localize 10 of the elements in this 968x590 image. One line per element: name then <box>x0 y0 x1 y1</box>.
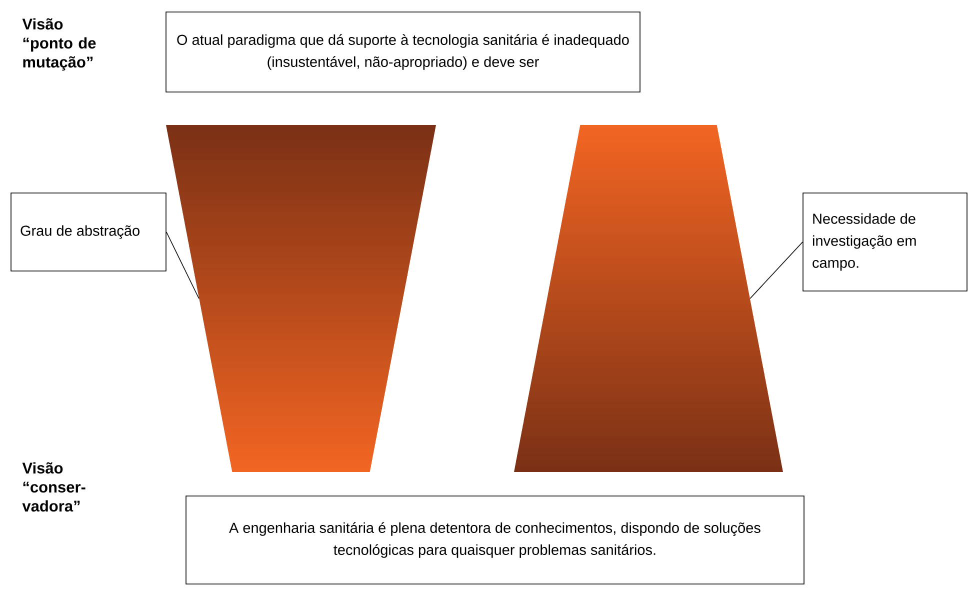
text-box: Necessidade de investigação em campo. <box>802 192 968 292</box>
text-box: Grau de abstração <box>10 192 166 272</box>
side-heading: Visão “conser-vadora” <box>22 462 86 512</box>
leader-line <box>166 232 200 299</box>
text-box: A engenharia sanitária é plena detentora de conhecimentos, dispondo de soluções tecnológicas para quaisquer problemas sanitários. <box>186 496 804 584</box>
leader-line <box>750 242 803 299</box>
side-heading: Visão “ponto de mutação” <box>22 18 96 71</box>
trapezoid-shape <box>166 125 436 472</box>
text-box: O atual paradigma que dá suporte à tecnologia sanitária é inadequado (insustentável, não-apropriado) e deve ser <box>166 12 640 92</box>
trapezoid-shape <box>514 125 783 472</box>
